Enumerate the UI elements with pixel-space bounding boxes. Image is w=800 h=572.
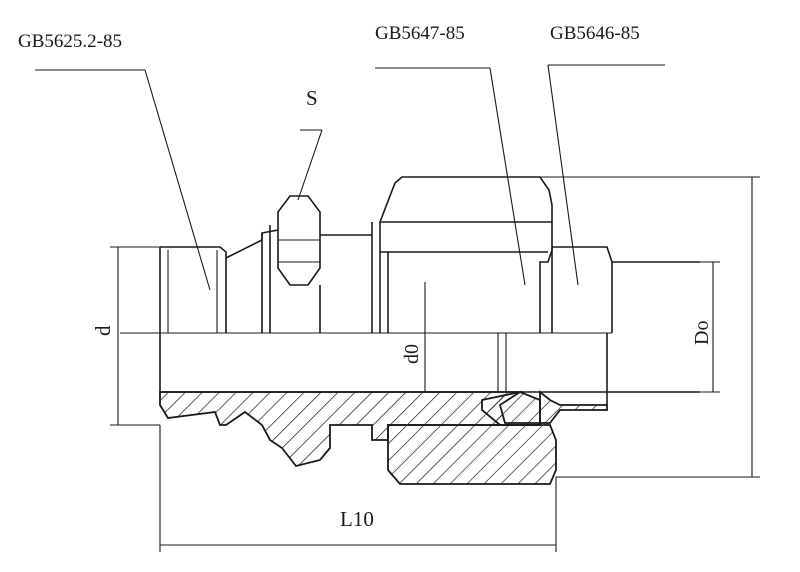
dimension-label-d: d bbox=[91, 325, 115, 336]
standard-label-middle: GB5647-85 bbox=[375, 23, 465, 44]
dimension-label-d0: d0 bbox=[401, 344, 423, 364]
leader-lines bbox=[35, 64, 665, 291]
section-hatched bbox=[159, 390, 608, 485]
dimension-label-s: S bbox=[306, 86, 318, 110]
dimension-lines bbox=[110, 177, 760, 552]
standard-label-left: GB5625.2-85 bbox=[18, 31, 122, 52]
dimension-label-D0: Do bbox=[691, 321, 713, 345]
dimension-label-L10: L10 bbox=[340, 507, 374, 531]
standard-label-right: GB5646-85 bbox=[550, 23, 640, 44]
fitting-outline bbox=[120, 176, 760, 405]
